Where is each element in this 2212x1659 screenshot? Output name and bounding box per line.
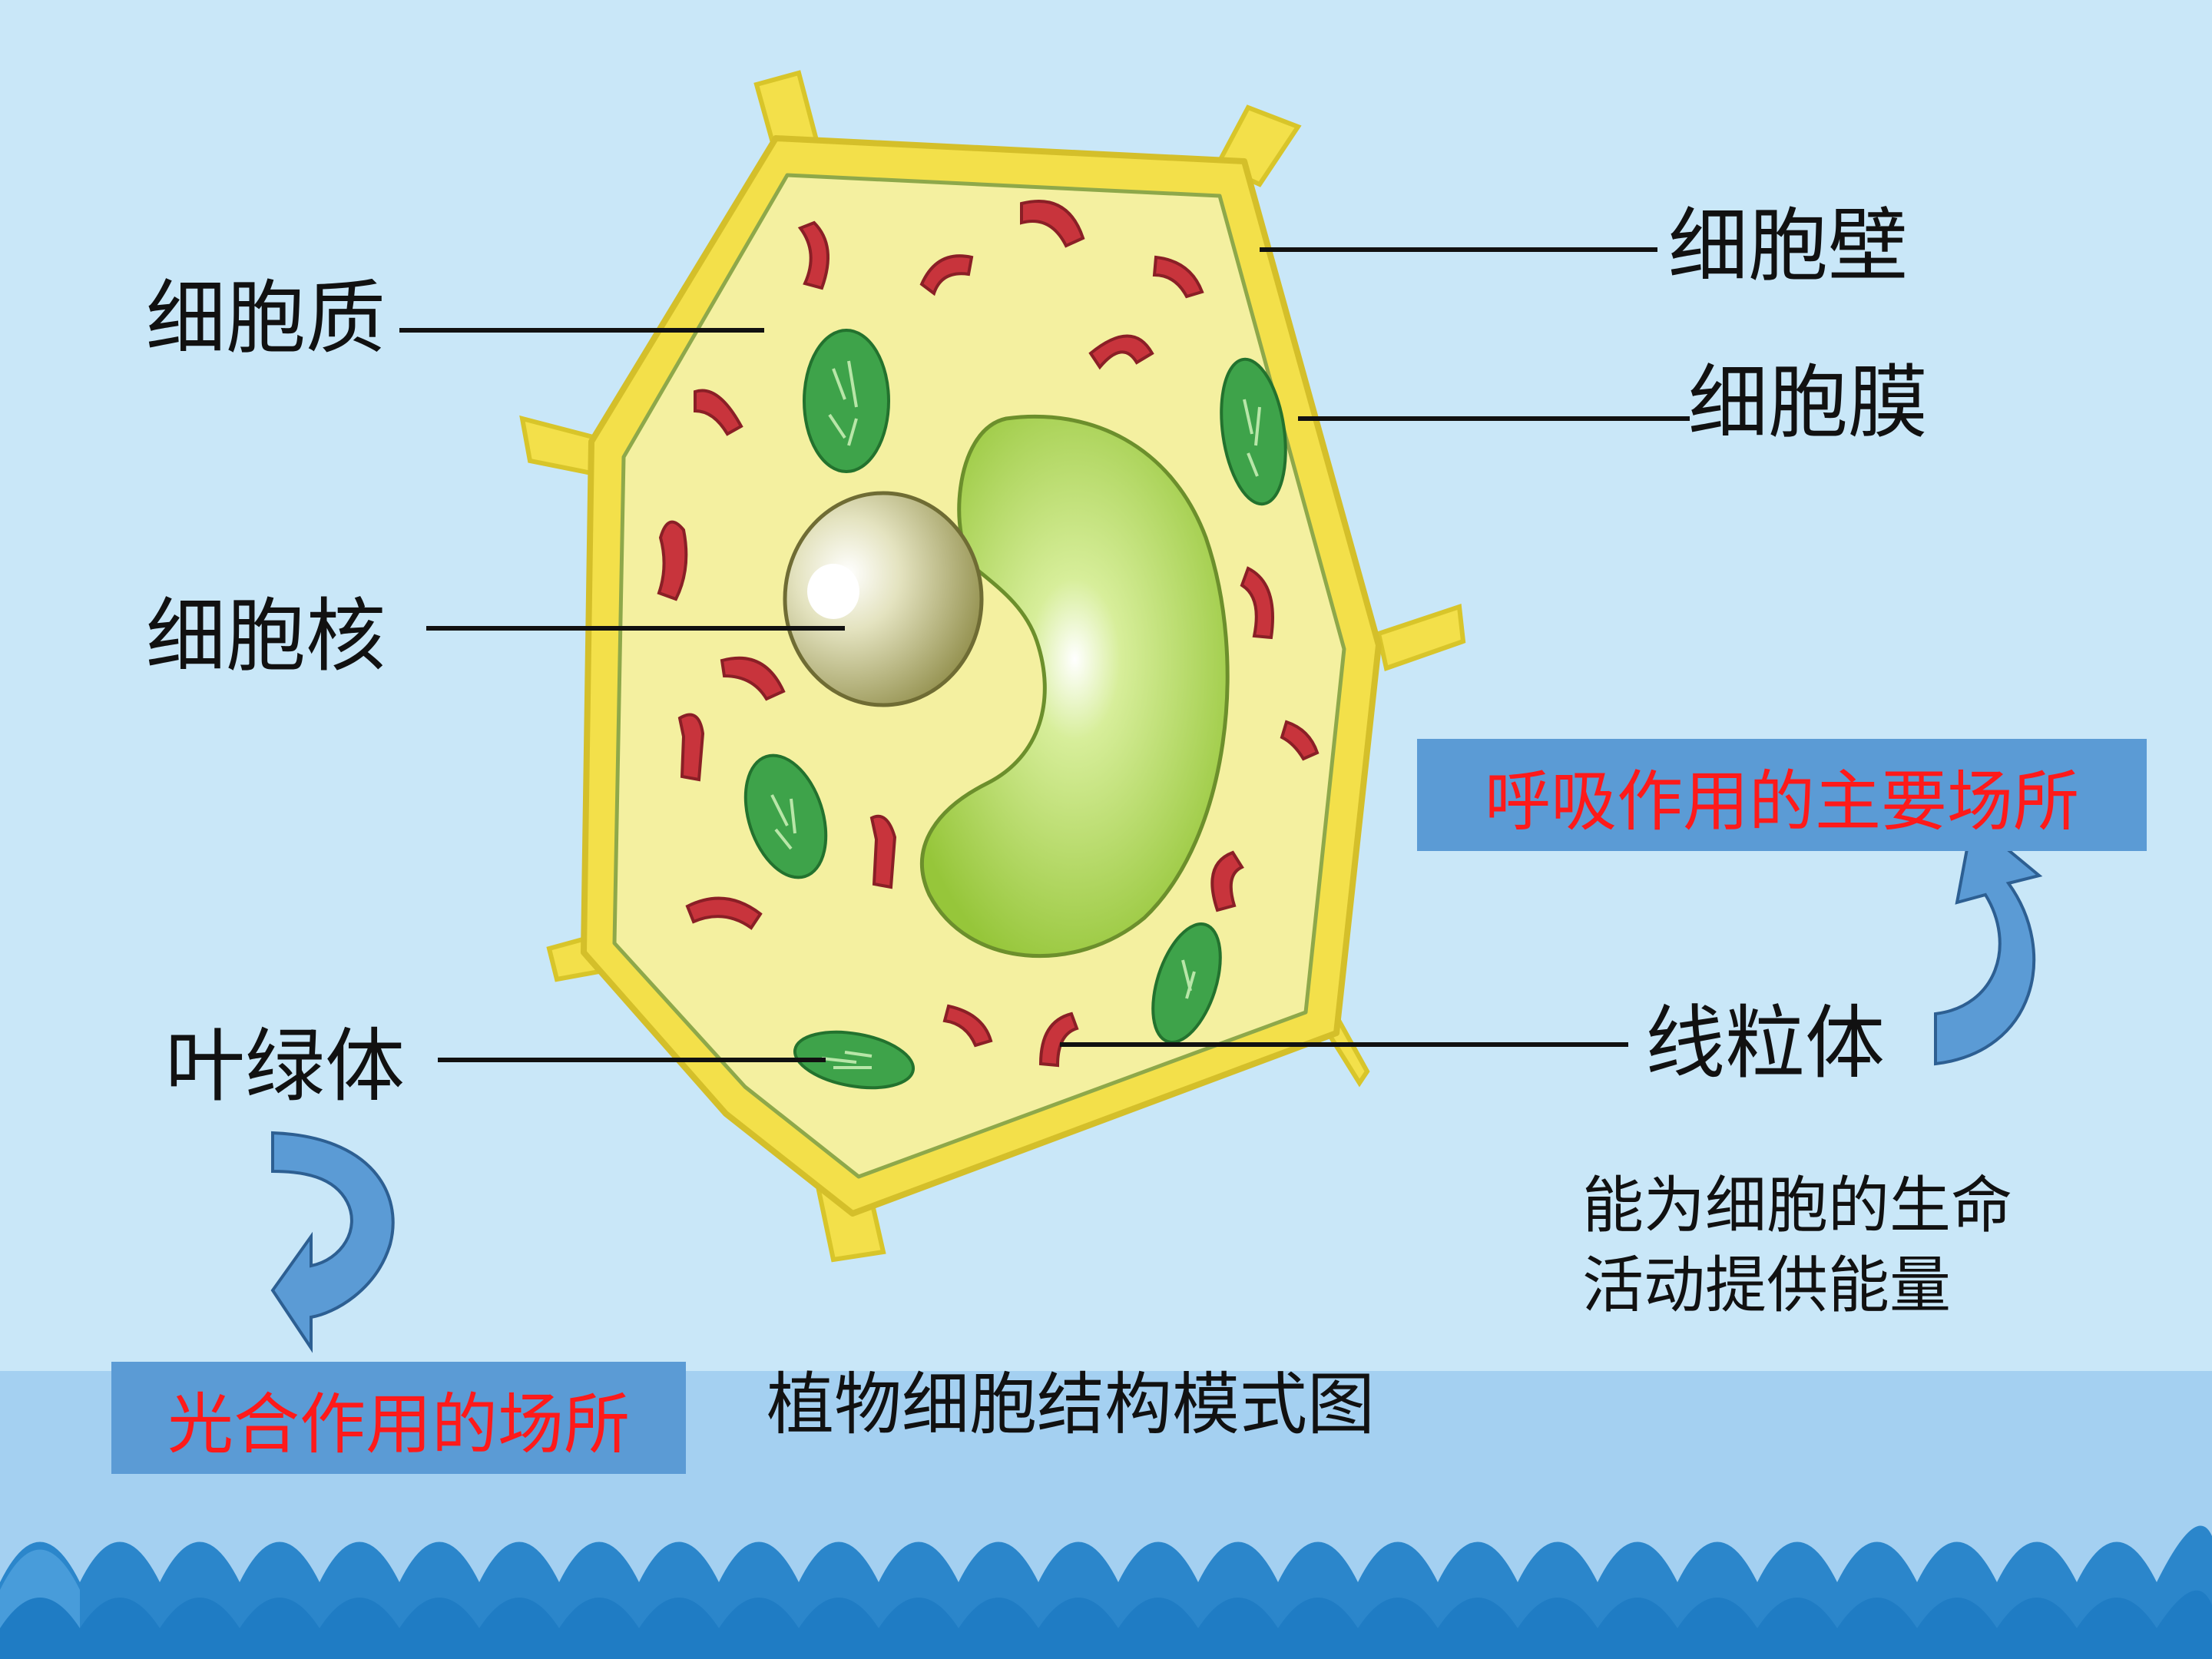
label-mitochondria: 线粒体: [1645, 996, 1886, 1090]
nucleolus: [807, 564, 859, 619]
energy-note-line2: 活动提供能量: [1582, 1250, 1951, 1321]
respiration-site-box: 呼吸作用的主要场所: [1417, 739, 2147, 851]
arrow-to-photosynthesis: [270, 1131, 395, 1353]
mitochondria: [657, 200, 1320, 1068]
vacuole: [920, 414, 1230, 959]
energy-note: 能为细胞的生命 活动提供能量: [1582, 1166, 2012, 1326]
label-cell-wall: 细胞壁: [1668, 199, 1909, 293]
label-cell-membrane: 细胞膜: [1688, 356, 1929, 449]
nucleus: [783, 491, 984, 707]
chloroplasts: [743, 329, 1287, 1090]
wave-border-front: [0, 1590, 2212, 1659]
energy-note-line1: 能为细胞的生命: [1582, 1170, 2012, 1241]
leader-lines: [399, 247, 1690, 1062]
chloroplast-grana: [770, 360, 1261, 1069]
label-cytoplasm: 细胞质: [146, 271, 386, 365]
photosynthesis-site-box: 光合作用的场所: [111, 1362, 686, 1474]
label-chloroplast: 叶绿体: [165, 1019, 406, 1113]
arrow-to-respiration: [1934, 817, 2043, 1066]
label-nucleus: 细胞核: [146, 589, 386, 683]
diagram-caption: 植物细胞结构模式图: [767, 1365, 1376, 1444]
cytoplasm: [612, 173, 1346, 1179]
